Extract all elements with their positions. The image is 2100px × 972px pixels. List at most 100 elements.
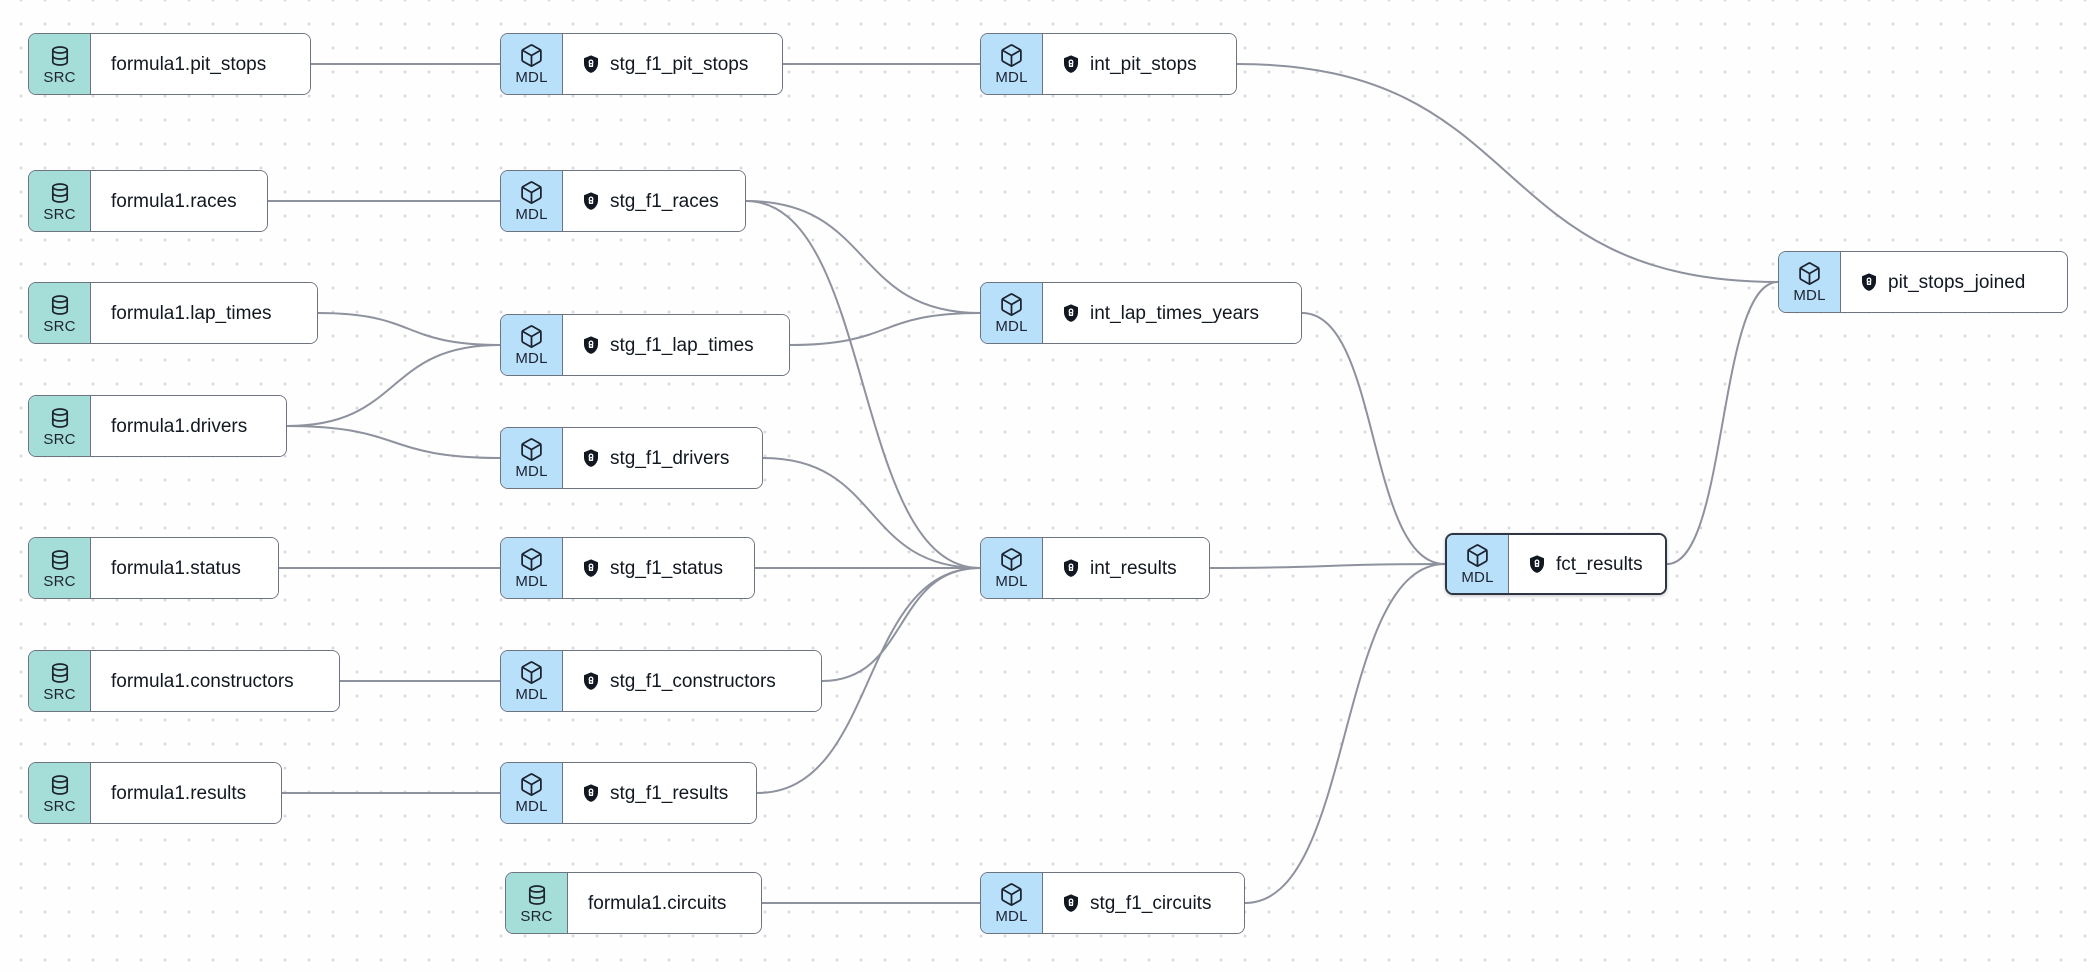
- lineage-node-src_races[interactable]: SRC formula1.races: [28, 170, 268, 232]
- node-label: stg_f1_status: [610, 557, 724, 579]
- node-kind-label: MDL: [515, 350, 548, 367]
- lineage-node-src_circuits[interactable]: SRC formula1.circuits: [505, 872, 762, 934]
- node-kind-badge: SRC: [29, 283, 91, 343]
- edge-stg_circuits-to-fct_results: [1244, 563, 1446, 904]
- node-label: formula1.constructors: [111, 670, 294, 692]
- lineage-node-stg_races[interactable]: MDL stg_f1_races: [500, 170, 746, 232]
- node-kind-badge: MDL: [981, 34, 1043, 94]
- node-body: stg_f1_circuits: [1043, 873, 1244, 933]
- database-icon: [48, 44, 72, 68]
- shield-lock-icon: [1061, 558, 1081, 578]
- node-kind-badge: MDL: [1779, 252, 1841, 312]
- node-body: formula1.drivers: [91, 396, 286, 456]
- lineage-node-src_drivers[interactable]: SRC formula1.drivers: [28, 395, 287, 457]
- node-kind-badge: SRC: [29, 538, 91, 598]
- node-body: fct_results: [1509, 535, 1665, 593]
- lineage-node-int_pit_stops[interactable]: MDL int_pit_stops: [980, 33, 1237, 95]
- cube-icon: [519, 547, 544, 572]
- node-body: stg_f1_status: [563, 538, 754, 598]
- node-kind-badge: SRC: [506, 873, 568, 933]
- edge-src_drivers-to-stg_drivers: [286, 425, 501, 459]
- lineage-node-src_results[interactable]: SRC formula1.results: [28, 762, 282, 824]
- node-kind-label: MDL: [995, 908, 1028, 925]
- edge-stg_races-to-int_results: [745, 200, 981, 569]
- node-kind-label: SRC: [520, 907, 553, 925]
- node-body: formula1.races: [91, 171, 267, 231]
- cube-icon: [519, 324, 544, 349]
- node-kind-badge: MDL: [501, 171, 563, 231]
- node-body: formula1.status: [91, 538, 278, 598]
- lineage-node-int_results[interactable]: MDL int_results: [980, 537, 1210, 599]
- shield-lock-icon: [581, 54, 601, 74]
- node-label: formula1.status: [111, 557, 241, 579]
- node-kind-label: MDL: [1793, 287, 1826, 304]
- node-label: formula1.results: [111, 782, 247, 804]
- node-kind-label: MDL: [995, 318, 1028, 335]
- lineage-node-stg_results[interactable]: MDL stg_f1_results: [500, 762, 757, 824]
- node-kind-label: MDL: [515, 69, 548, 86]
- shield-lock-icon: [1061, 54, 1081, 74]
- node-kind-label: SRC: [43, 68, 76, 86]
- node-label: stg_f1_pit_stops: [610, 53, 749, 75]
- node-kind-badge: MDL: [501, 651, 563, 711]
- database-icon: [48, 548, 72, 572]
- node-kind-badge: SRC: [29, 651, 91, 711]
- database-icon: [48, 773, 72, 797]
- node-kind-badge: MDL: [501, 763, 563, 823]
- database-icon: [48, 293, 72, 317]
- cube-icon: [999, 547, 1024, 572]
- node-label: stg_f1_circuits: [1090, 892, 1212, 914]
- node-body: formula1.circuits: [568, 873, 761, 933]
- node-label: pit_stops_joined: [1888, 271, 2026, 293]
- database-icon: [525, 883, 549, 907]
- shield-lock-icon: [581, 191, 601, 211]
- node-label: int_pit_stops: [1090, 53, 1197, 75]
- lineage-node-stg_pit_stops[interactable]: MDL stg_f1_pit_stops: [500, 33, 783, 95]
- node-kind-badge: SRC: [29, 396, 91, 456]
- database-icon: [48, 406, 72, 430]
- lineage-node-fct_results[interactable]: MDL fct_results: [1445, 533, 1667, 595]
- lineage-node-int_lap_times_years[interactable]: MDL int_lap_times_years: [980, 282, 1302, 344]
- node-kind-badge: MDL: [501, 428, 563, 488]
- node-kind-label: SRC: [43, 685, 76, 703]
- node-kind-label: MDL: [515, 206, 548, 223]
- node-label: stg_f1_results: [610, 782, 729, 804]
- edge-int_results-to-fct_results: [1209, 563, 1446, 569]
- lineage-node-stg_circuits[interactable]: MDL stg_f1_circuits: [980, 872, 1245, 934]
- shield-lock-icon: [581, 448, 601, 468]
- node-body: stg_f1_results: [563, 763, 756, 823]
- lineage-node-pit_stops_joined[interactable]: MDL pit_stops_joined: [1778, 251, 2068, 313]
- lineage-node-src_status[interactable]: SRC formula1.status: [28, 537, 279, 599]
- node-kind-badge: SRC: [29, 34, 91, 94]
- node-body: stg_f1_pit_stops: [563, 34, 782, 94]
- lineage-node-src_lap_times[interactable]: SRC formula1.lap_times: [28, 282, 318, 344]
- edge-fct_results-to-pit_stops_joined: [1666, 281, 1779, 565]
- lineage-node-src_pit_stops[interactable]: SRC formula1.pit_stops: [28, 33, 311, 95]
- node-kind-label: SRC: [43, 317, 76, 335]
- node-kind-label: MDL: [1461, 569, 1494, 586]
- node-label: formula1.races: [111, 190, 237, 212]
- node-body: stg_f1_drivers: [563, 428, 762, 488]
- lineage-node-stg_drivers[interactable]: MDL stg_f1_drivers: [500, 427, 763, 489]
- node-body: stg_f1_races: [563, 171, 745, 231]
- node-kind-label: MDL: [995, 69, 1028, 86]
- node-label: formula1.circuits: [588, 892, 727, 914]
- node-kind-badge: MDL: [501, 34, 563, 94]
- shield-lock-icon: [1527, 554, 1547, 574]
- node-body: formula1.lap_times: [91, 283, 317, 343]
- node-kind-label: MDL: [515, 573, 548, 590]
- shield-lock-icon: [581, 671, 601, 691]
- node-body: formula1.results: [91, 763, 281, 823]
- edge-int_pit_stops-to-pit_stops_joined: [1236, 63, 1779, 283]
- lineage-node-stg_status[interactable]: MDL stg_f1_status: [500, 537, 755, 599]
- lineage-node-stg_constructors[interactable]: MDL stg_f1_constructors: [500, 650, 822, 712]
- cube-icon: [519, 180, 544, 205]
- shield-lock-icon: [1859, 272, 1879, 292]
- lineage-node-src_constructors[interactable]: SRC formula1.constructors: [28, 650, 340, 712]
- lineage-node-stg_lap_times[interactable]: MDL stg_f1_lap_times: [500, 314, 790, 376]
- node-body: pit_stops_joined: [1841, 252, 2067, 312]
- cube-icon: [999, 43, 1024, 68]
- node-label: int_lap_times_years: [1090, 302, 1259, 324]
- cube-icon: [519, 772, 544, 797]
